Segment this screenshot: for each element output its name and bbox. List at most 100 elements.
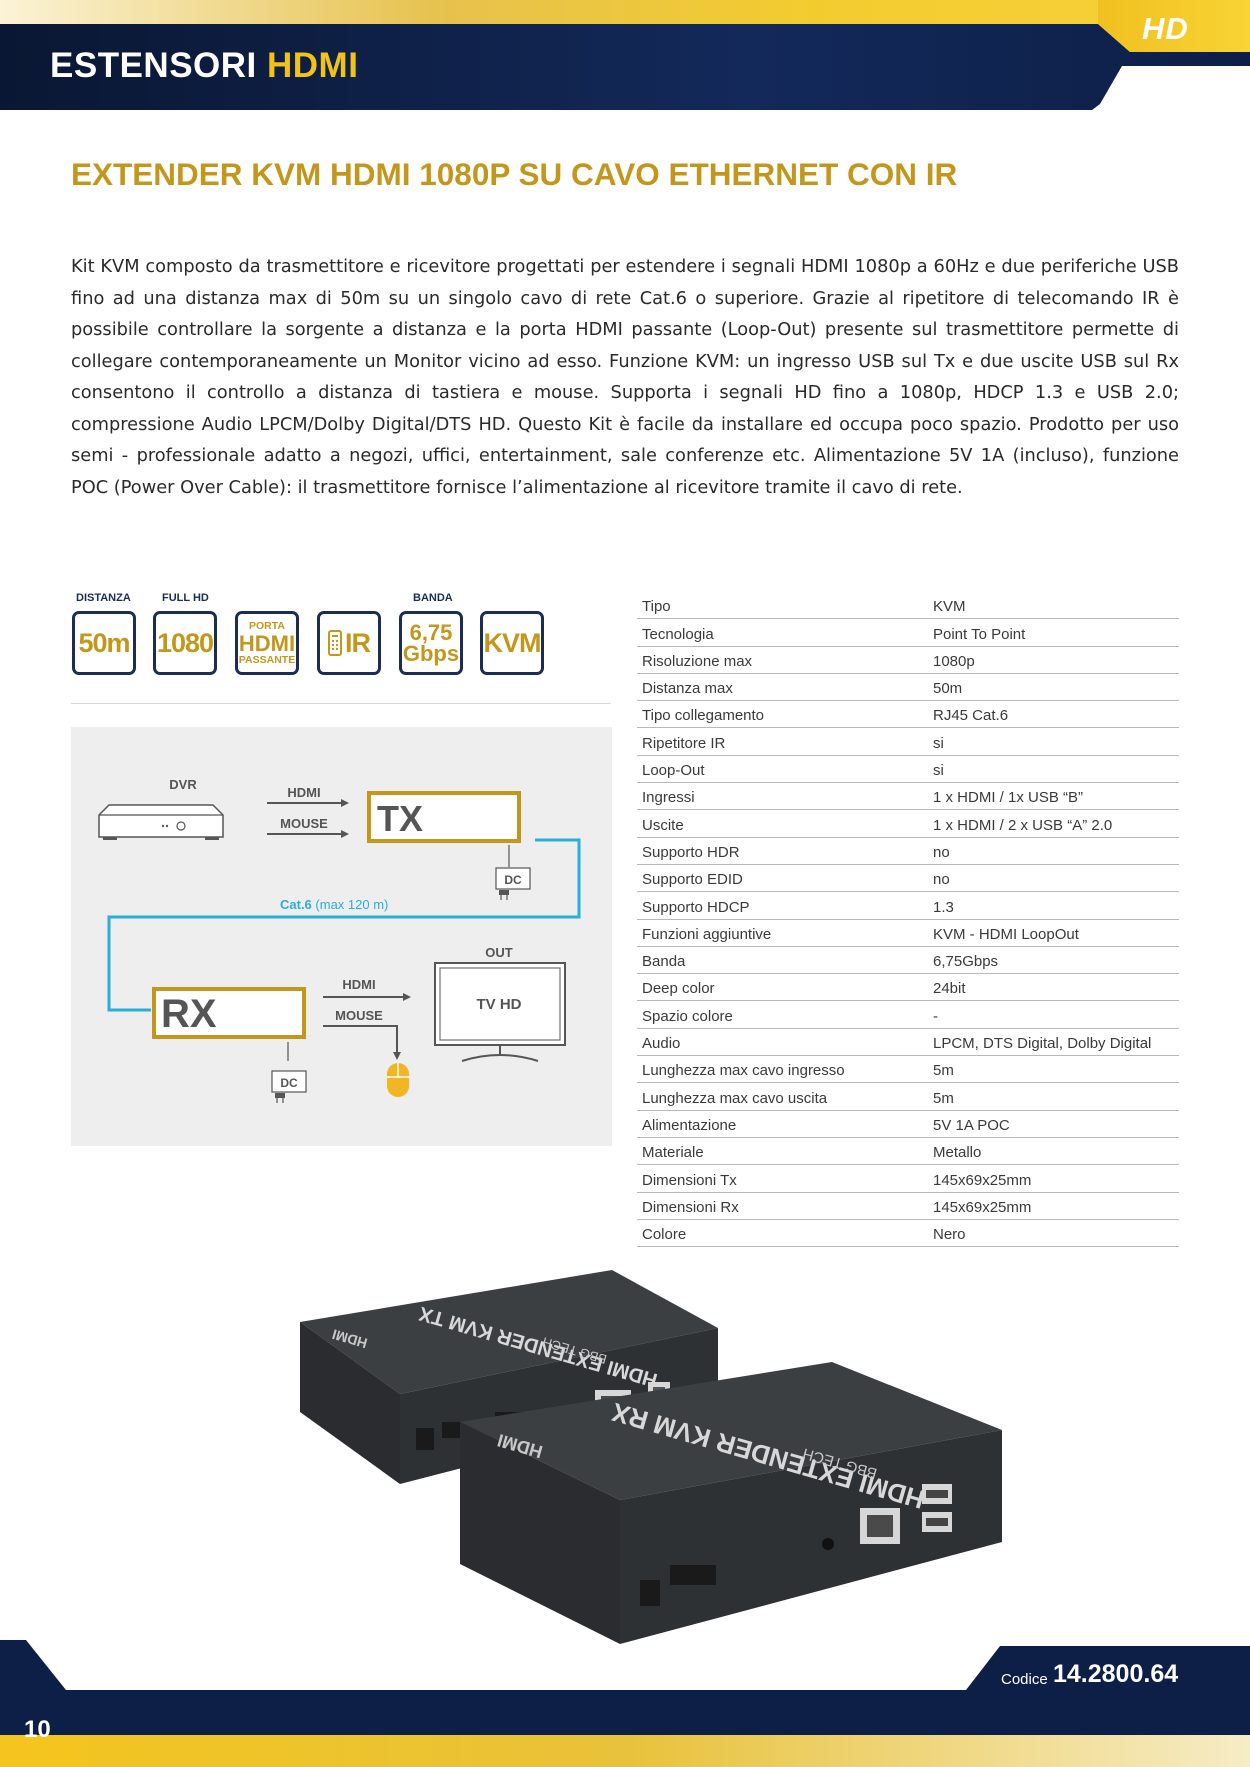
spec-value: 6,75Gbps <box>928 946 1179 975</box>
spec-value: Metallo <box>928 1137 1179 1166</box>
spec-label: Dimensioni Tx <box>637 1164 928 1193</box>
spec-label: Supporto HDR <box>637 837 928 865</box>
rx-unit: HDMI EXTENDER KVM RX BBG TECH HDMI <box>460 1362 1002 1644</box>
rx-ir-port <box>822 1538 834 1550</box>
spec-label: Funzioni aggiuntive <box>637 919 928 947</box>
diagram-dvr-label: DVR <box>169 777 197 792</box>
spec-label: Audio <box>637 1028 928 1057</box>
product-title: EXTENDER KVM HDMI 1080P SU CAVO ETHERNET… <box>71 156 958 192</box>
rx-dc-port <box>640 1580 660 1606</box>
feature-porta-line3: PASSANTE <box>238 653 296 666</box>
hd-badge: HD <box>1142 11 1189 46</box>
cat6-label-rest: (max 120 m) <box>315 897 388 912</box>
feature-caption-fullhd: FULL HD <box>162 592 209 604</box>
spec-value: 145x69x25mm <box>928 1192 1179 1220</box>
spec-value: LPCM, DTS Digital, Dolby Digital <box>928 1028 1179 1057</box>
spec-label: Supporto EDID <box>637 864 928 893</box>
spec-value: no <box>928 864 1179 893</box>
diagram-dc-label-rx: DC <box>280 1076 298 1090</box>
feature-fullhd-value: 1080 <box>156 627 214 658</box>
spec-label: Loop-Out <box>637 755 928 784</box>
spec-label: Tipo collegamento <box>637 700 928 729</box>
feature-fullhd-box: 1080 <box>153 611 217 675</box>
diagram-out-label: OUT <box>485 945 513 960</box>
tx-dc-box <box>495 867 531 890</box>
diagram-cat6-label: Cat.6 (max 120 m) <box>280 897 388 912</box>
spec-value: si <box>928 755 1179 784</box>
feature-divider <box>71 703 611 704</box>
spec-label: Distanza max <box>637 673 928 702</box>
feature-porta-hdmi-box: PORTA HDMI PASSANTE <box>235 611 299 675</box>
spec-value: 5m <box>928 1082 1179 1111</box>
section-title-primary: ESTENSORI <box>50 46 257 85</box>
spec-value: si <box>928 727 1179 756</box>
spec-label: Tecnologia <box>637 618 928 647</box>
diagram-rx-label: RX <box>161 992 217 1036</box>
rx-hdmi-port <box>670 1565 716 1585</box>
tx-plug-icon <box>499 890 509 900</box>
spec-value: 1.3 <box>928 891 1179 920</box>
spec-value: 1080p <box>928 646 1179 674</box>
spec-value: - <box>928 1000 1179 1029</box>
spec-value: KVM - HDMI LoopOut <box>928 919 1179 947</box>
spec-value: 24bit <box>928 973 1179 1002</box>
spec-label: Lunghezza max cavo ingresso <box>637 1055 928 1084</box>
rx-plug-icon <box>275 1093 285 1103</box>
rx-dc-box <box>271 1070 307 1093</box>
feature-kvm-value: KVM <box>483 627 542 658</box>
remote-control-icon <box>328 630 342 656</box>
spec-value: 50m <box>928 673 1179 702</box>
diagram-mouse-label-tx: MOUSE <box>280 816 328 831</box>
diagram-hdmi-label-rx: HDMI <box>342 977 375 992</box>
spec-value: 1 x HDMI / 2 x USB “A” 2.0 <box>928 809 1179 838</box>
connection-diagram: DVR HDMI MOUSE TX DC Cat.6 (max 120 m) <box>71 727 612 1146</box>
spec-label: Banda <box>637 946 928 975</box>
tx-box <box>367 791 521 843</box>
tv-icon <box>434 962 566 1062</box>
spec-label: Colore <box>637 1219 928 1248</box>
spec-value: 145x69x25mm <box>928 1164 1179 1193</box>
product-code-label: Codice <box>1001 1671 1048 1688</box>
feature-ir-value: IR <box>345 627 371 658</box>
spec-label: Ripetitore IR <box>637 727 928 756</box>
feature-caption-distanza: DISTANZA <box>76 592 131 604</box>
feature-porta-line2: HDMI <box>238 630 296 656</box>
feature-kvm-box: KVM <box>480 611 544 675</box>
feature-banda-line1: 6,75 <box>409 620 453 645</box>
feature-ir-box: IR <box>317 611 381 675</box>
spec-label: Alimentazione <box>637 1110 928 1138</box>
footer-band <box>0 1640 1250 1767</box>
spec-value: RJ45 Cat.6 <box>928 700 1179 729</box>
diagram-tx-label: TX <box>377 798 423 839</box>
diagram-mouse-label-rx: MOUSE <box>335 1008 383 1023</box>
page-number: 10 <box>24 1716 51 1743</box>
cat6-label-bold: Cat.6 <box>280 897 312 912</box>
spec-label: Uscite <box>637 809 928 838</box>
feature-distanza-value: 50m <box>78 627 130 658</box>
product-photo: HDMI EXTENDER KVM TX BBG TECH HDMI HDMI … <box>300 1270 1002 1644</box>
spec-label: Risoluzione max <box>637 646 928 674</box>
spec-value: 5V 1A POC <box>928 1110 1179 1138</box>
spec-label: Materiale <box>637 1137 928 1166</box>
spec-label: Spazio colore <box>637 1000 928 1029</box>
spec-value: Point To Point <box>928 618 1179 647</box>
product-code-value: 14.2800.64 <box>1053 1660 1179 1688</box>
